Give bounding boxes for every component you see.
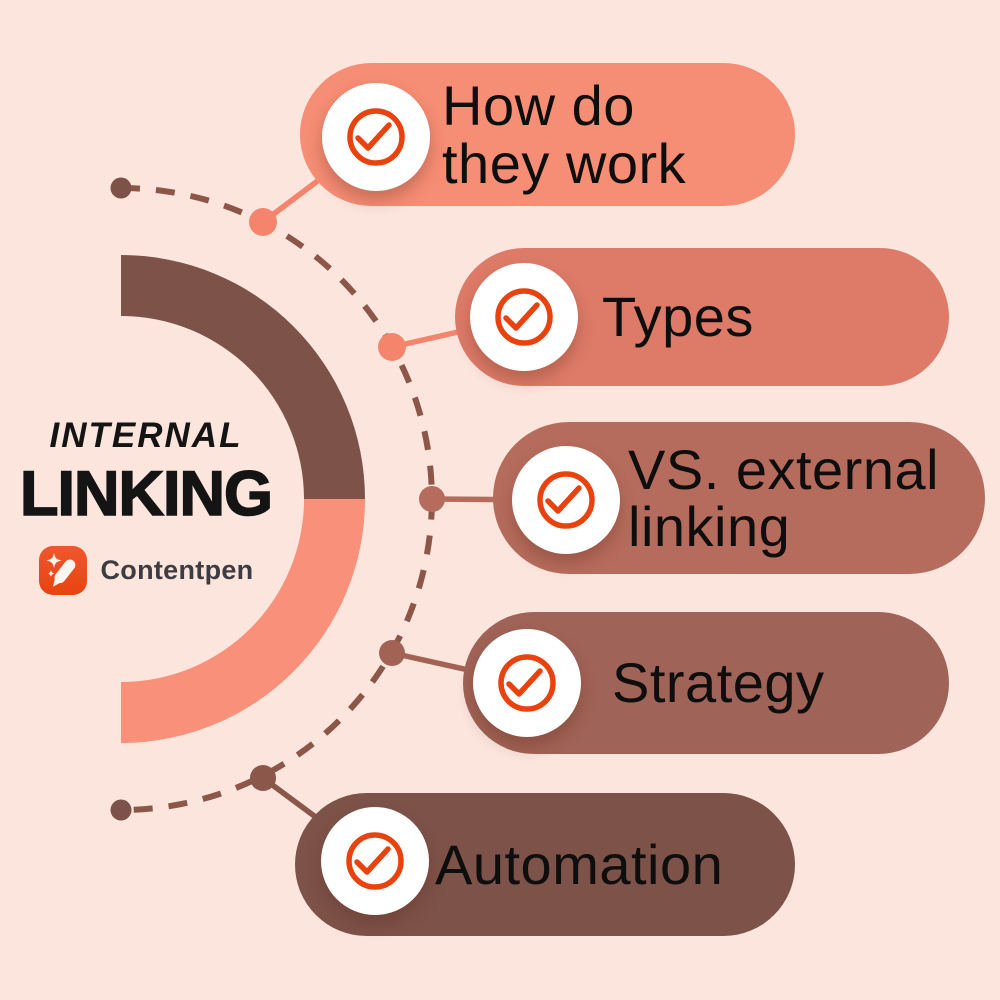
topic-label-4: Strategy (612, 651, 825, 715)
topic-pill-1: How do they work (300, 63, 795, 206)
pen-sparkle-icon (46, 552, 75, 587)
topic-label-5: Automation (435, 832, 724, 896)
check-circle-icon (537, 471, 595, 529)
connector-dot-3 (419, 486, 445, 512)
title-block: INTERNAL LINKING Contentpen (0, 416, 292, 595)
check-badge-5 (321, 807, 429, 915)
contentpen-logo (38, 546, 87, 595)
progress-arc-top (121, 255, 365, 499)
connector-dot-1 (249, 208, 277, 236)
check-badge-2 (470, 263, 578, 371)
check-circle-icon (495, 288, 553, 346)
connector-dot-5 (250, 765, 276, 791)
topic-label-1: How do they work (442, 74, 687, 195)
connector-dot-4 (379, 640, 405, 666)
check-badge-4 (473, 629, 581, 737)
end-dot-bottom (110, 799, 132, 821)
brand-name: Contentpen (100, 555, 254, 585)
check-circle-icon (498, 654, 556, 712)
check-badge-1 (322, 83, 430, 191)
connector-dot-2 (378, 333, 406, 361)
topic-label-2: Types (602, 285, 754, 349)
progress-arc-bottom (121, 499, 365, 743)
topic-label-3: VS. external linking (628, 437, 940, 558)
check-circle-icon (347, 108, 405, 166)
brand-row: Contentpen (0, 546, 292, 595)
check-badge-3 (512, 446, 620, 554)
check-circle-icon (346, 832, 404, 890)
end-dot-top (110, 177, 132, 199)
title-word-internal: INTERNAL (49, 416, 243, 455)
title-word-linking: LINKING (19, 458, 274, 530)
